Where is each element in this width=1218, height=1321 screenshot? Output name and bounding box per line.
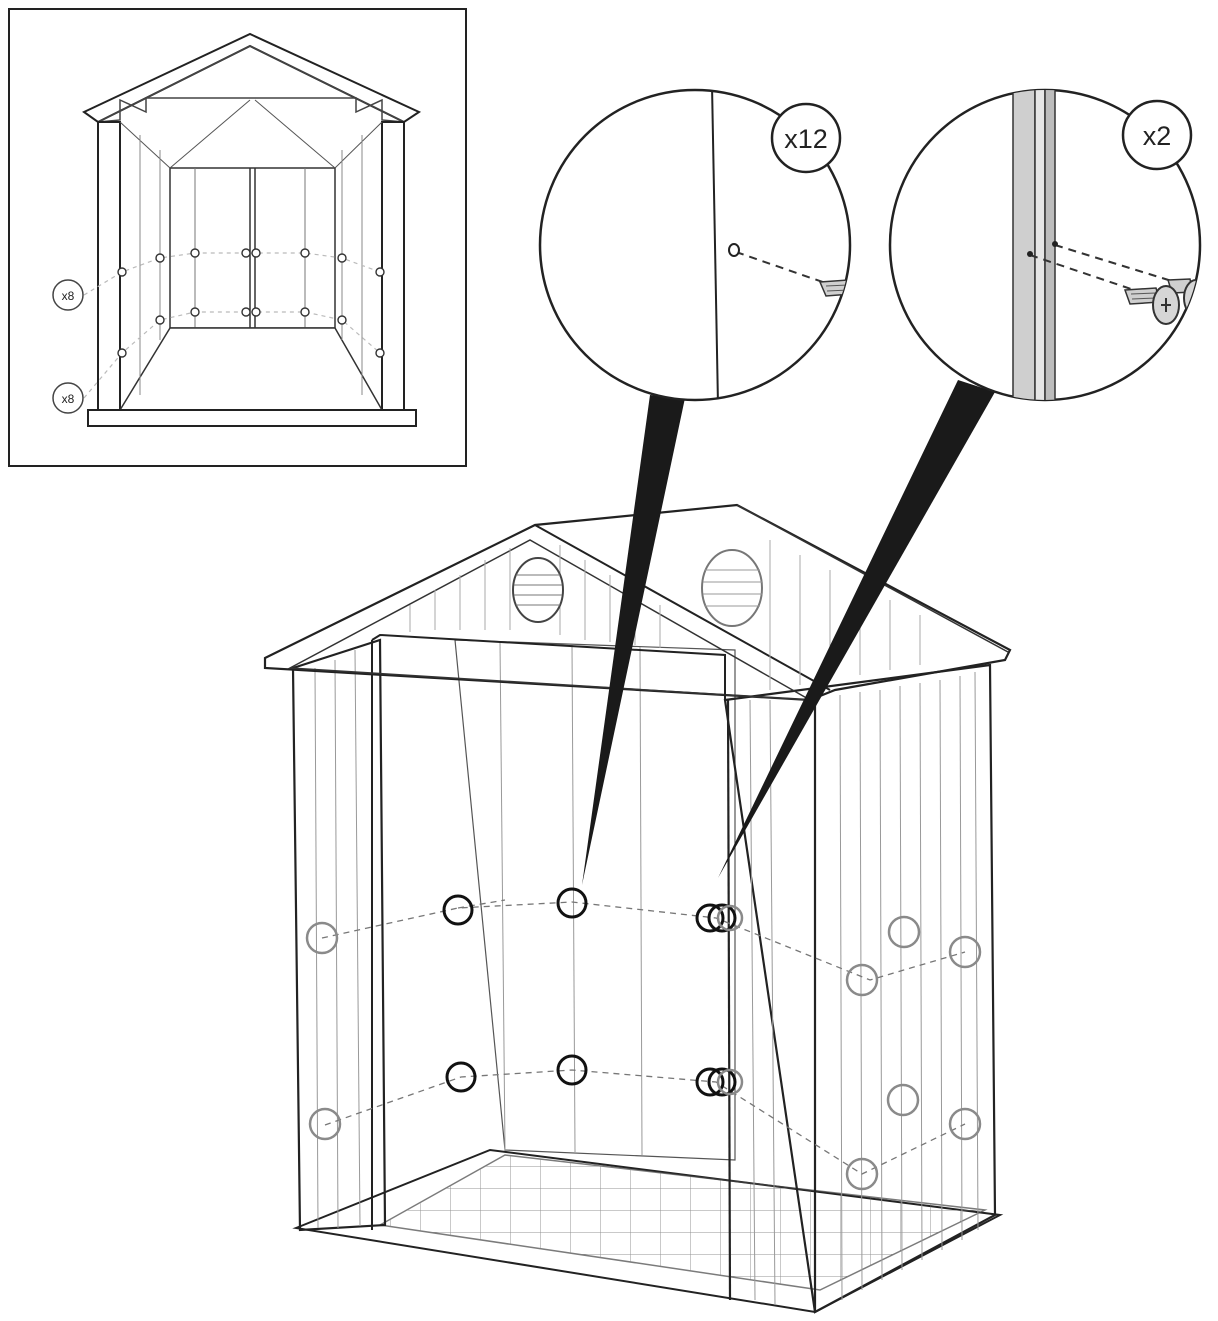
inset-lower-qty-label: x8	[62, 392, 75, 406]
left-qty-label: x12	[784, 124, 828, 154]
gable-vent-right	[701, 549, 763, 627]
inset-lower-qty-badge: x8	[52, 382, 84, 414]
left-qty-badge: x12	[770, 102, 842, 174]
rear-screw-holes	[305, 904, 982, 1191]
front-screw-holes	[442, 887, 737, 1097]
gable-vent-left	[512, 557, 564, 623]
right-qty-badge: x2	[1121, 99, 1193, 171]
left-magnifier-callout: x12	[538, 88, 852, 402]
phillips-screw-icon	[1123, 285, 1180, 325]
inset-upper-qty-label: x8	[62, 289, 75, 303]
callout-pointers	[582, 380, 995, 885]
inset-top-view: x8 x8	[8, 8, 467, 467]
right-qty-label: x2	[1143, 121, 1172, 151]
right-callout-pointer	[718, 380, 995, 878]
left-callout-pointer	[582, 395, 685, 885]
inset-hole-markers	[117, 248, 385, 358]
inset-upper-qty-badge: x8	[52, 279, 84, 311]
floor-grid	[377, 1154, 988, 1291]
shed-main-view	[263, 503, 1012, 1314]
right-magnifier-callout: x2	[888, 88, 1202, 402]
